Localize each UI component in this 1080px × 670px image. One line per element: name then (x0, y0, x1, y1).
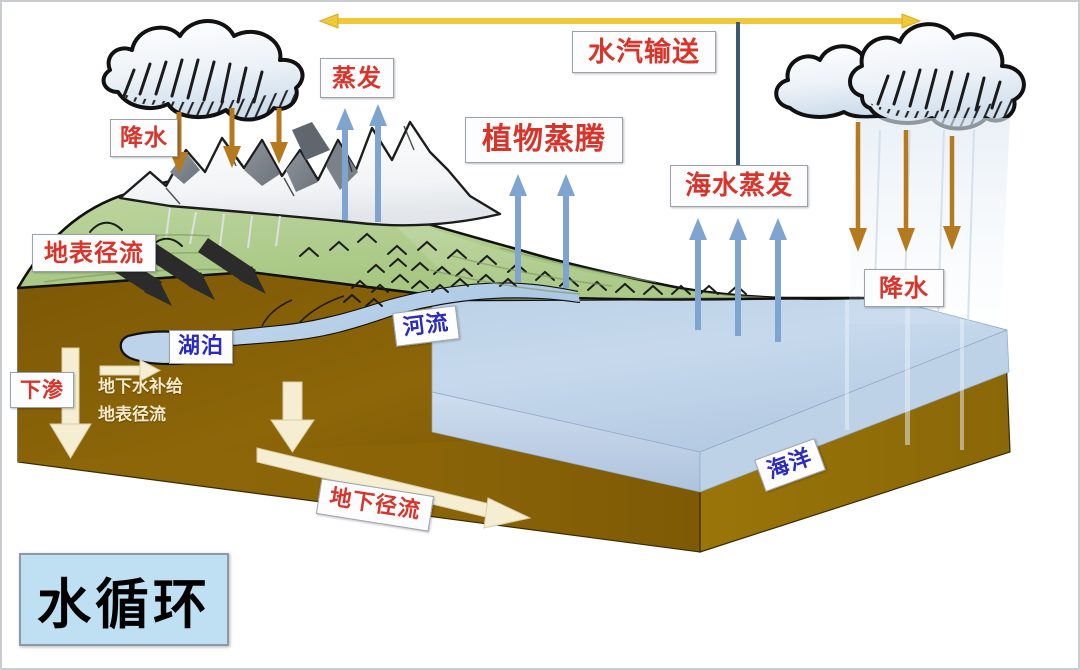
label-precipitation-right: 降水 (864, 269, 944, 307)
label-lake-text: 湖泊 (177, 334, 224, 359)
label-sea-evaporation-text: 海水蒸发 (684, 171, 793, 201)
label-vapor-transport-text: 水汽输送 (588, 36, 700, 68)
label-sea-evaporation: 海水蒸发 (670, 165, 808, 207)
plant-transpiration-arrows (509, 174, 575, 288)
label-surface-runoff-text: 地表径流 (44, 239, 144, 267)
cloud-left (101, 19, 305, 122)
precipitation-arrows-right (849, 122, 961, 252)
label-underground-runoff-text: 地下径流 (327, 484, 423, 525)
sea-evaporation-arrows (689, 218, 787, 342)
label-precipitation-left: 降水 (110, 119, 178, 157)
label-groundwater-surface-runoff-text: 地表径流 (98, 405, 166, 425)
label-precipitation-right-text: 降水 (879, 274, 929, 302)
label-evaporation-text: 蒸发 (332, 64, 382, 92)
label-evaporation: 蒸发 (320, 58, 394, 98)
diagram-title-box: 水循环 (19, 553, 229, 646)
label-groundwater-surface-runoff: 地表径流 (98, 400, 166, 425)
cloud-right (774, 22, 1026, 324)
label-infiltration-text: 下渗 (20, 377, 64, 402)
label-infiltration: 下渗 (10, 372, 74, 408)
diagram-title-text: 水循环 (37, 573, 211, 636)
label-river-text: 河流 (401, 310, 451, 341)
label-plant-transpiration: 植物蒸腾 (465, 117, 623, 163)
label-groundwater-recharge-text: 地下水补给 (98, 377, 183, 397)
groundwater-recharge-arrow (99, 359, 162, 382)
label-surface-runoff: 地表径流 (32, 234, 156, 272)
evaporation-arrows (336, 104, 387, 222)
label-plant-transpiration-text: 植物蒸腾 (482, 122, 606, 157)
label-precipitation-left-text: 降水 (120, 124, 168, 151)
vapor-transport-arrow (318, 13, 922, 29)
label-lake: 湖泊 (169, 330, 233, 364)
precipitation-arrows-left (170, 108, 288, 174)
label-vapor-transport: 水汽输送 (572, 31, 716, 73)
ocean-water (431, 297, 1010, 493)
label-groundwater-recharge: 地下水补给 (98, 372, 183, 397)
